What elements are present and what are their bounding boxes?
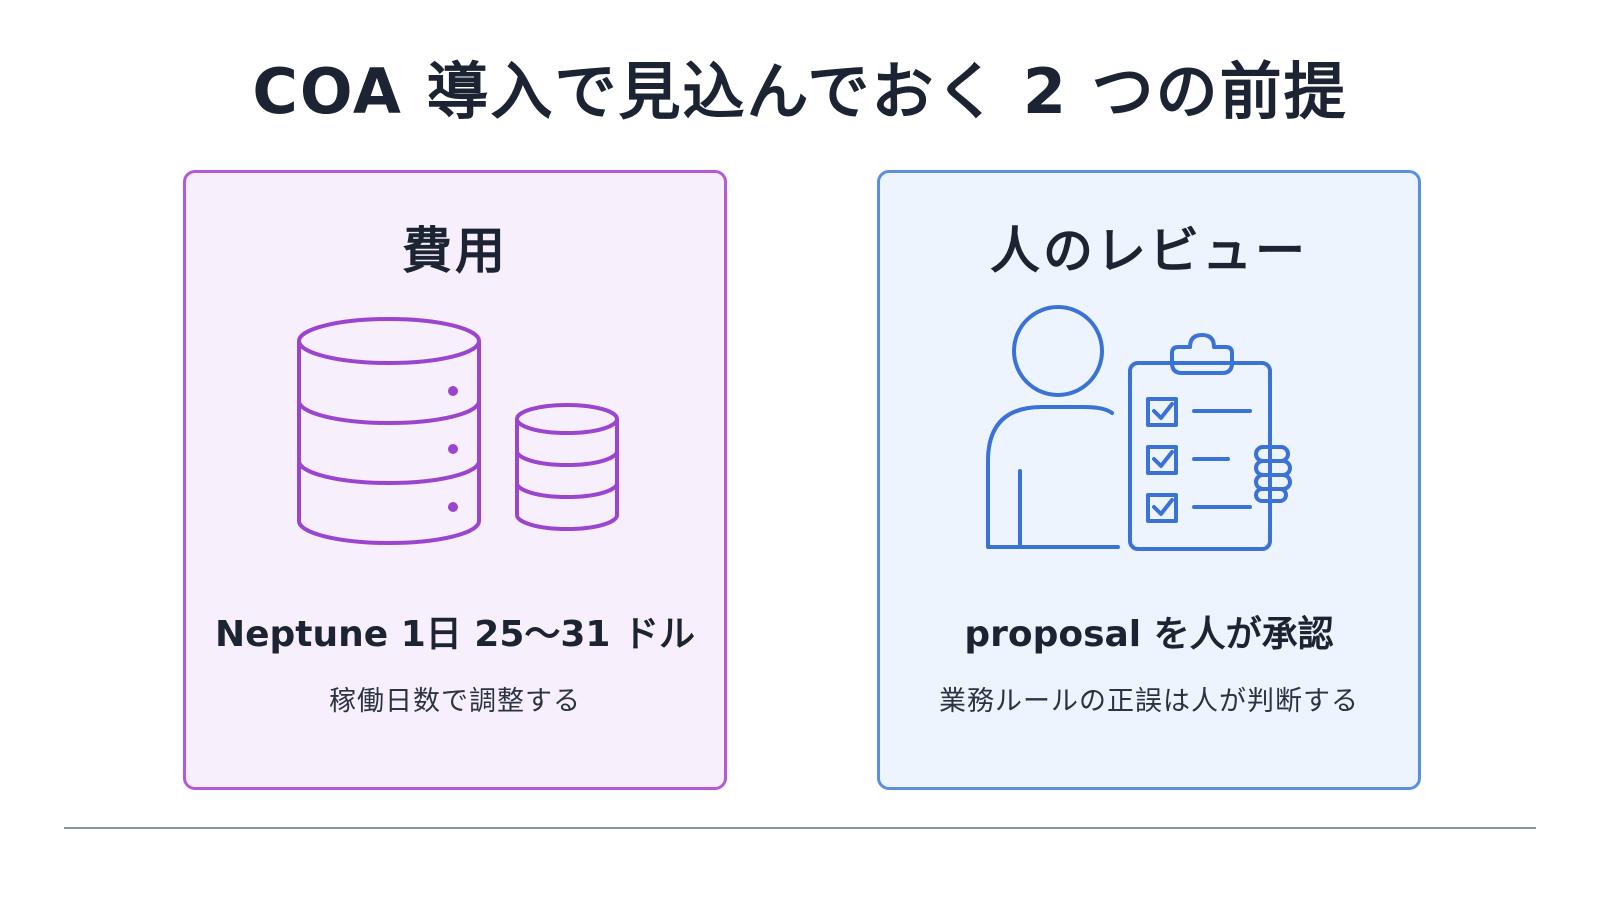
cost-note: 稼働日数で調整する xyxy=(329,686,581,717)
cost-card-title: 費用 xyxy=(402,222,508,280)
cost-headline: Neptune 1日 25〜31 ドル xyxy=(214,614,696,655)
review-card: 人のレビュー proposal を人が承認 xyxy=(877,170,1421,790)
database-icon xyxy=(297,317,619,545)
review-note: 業務ルールの正誤は人が判断する xyxy=(939,686,1359,717)
review-card-title: 人のレビュー xyxy=(990,222,1308,280)
slide-title: COA 導入で見込んでおく 2 つの前提 xyxy=(252,55,1348,128)
person-checklist-icon xyxy=(986,305,1292,551)
cost-card: 費用 Neptune 1日 25〜31 ドル 稼働日数で調整する xyxy=(183,170,727,790)
bottom-divider xyxy=(64,827,1536,829)
review-headline: proposal を人が承認 xyxy=(964,614,1334,655)
